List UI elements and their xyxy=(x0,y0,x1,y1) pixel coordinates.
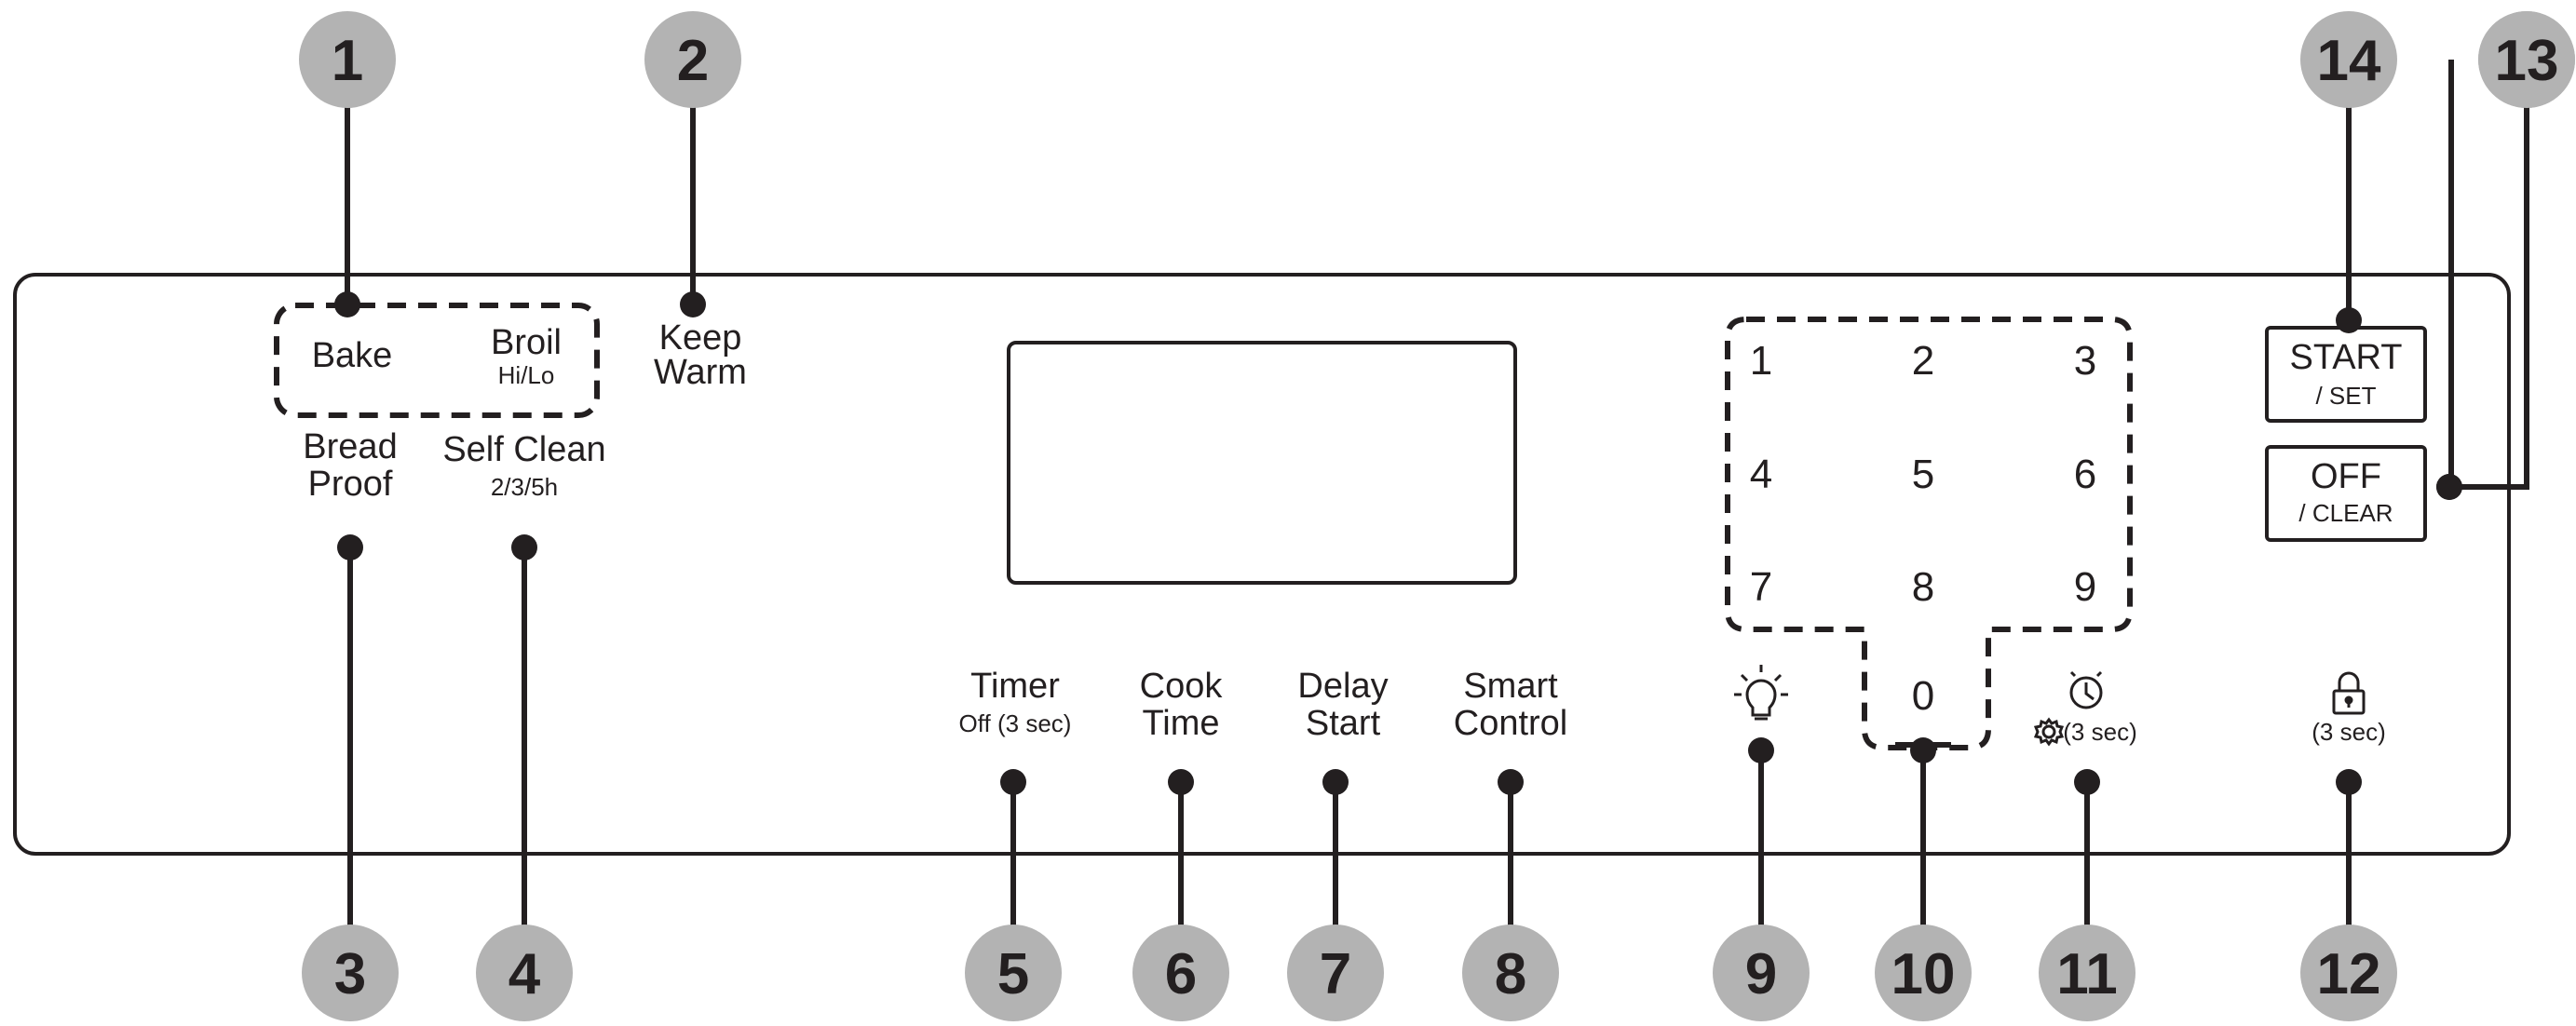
anchor-dot-6 xyxy=(1168,769,1194,795)
callout-circle-11 xyxy=(2039,925,2135,1021)
bread-proof-label-line1[interactable]: Bread xyxy=(303,427,397,466)
bake-broil-group-outline xyxy=(274,303,600,418)
callout-circle-12 xyxy=(2300,925,2397,1021)
keep-warm-label-line2[interactable]: Warm xyxy=(654,353,747,392)
keypad-key-0[interactable]: 0 xyxy=(1912,673,1934,719)
display-window xyxy=(1007,341,1517,585)
anchor-dot-4 xyxy=(511,534,537,560)
anchor-dot-13-real xyxy=(2436,474,2462,500)
callout-circle-3 xyxy=(302,925,399,1021)
off-button-label[interactable]: OFF xyxy=(2311,457,2381,496)
cook-time-label-line2[interactable]: Time xyxy=(1142,704,1219,743)
delay-start-label-line1[interactable]: Delay xyxy=(1297,667,1388,706)
leader-line-13-real xyxy=(2449,60,2529,490)
keypad-key-5[interactable]: 5 xyxy=(1912,452,1934,497)
anchor-dot-10 xyxy=(1910,737,1936,763)
delay-start-label-line2[interactable]: Start xyxy=(1306,704,1381,743)
keypad-key-8[interactable]: 8 xyxy=(1912,564,1934,610)
anchor-dot-14 xyxy=(2336,307,2362,333)
keypad-key-9[interactable]: 9 xyxy=(2074,564,2096,610)
gear-icon[interactable] xyxy=(2033,717,2065,747)
callout-circle-4 xyxy=(476,925,573,1021)
bake-button-label[interactable]: Bake xyxy=(312,336,393,375)
anchor-dot-8 xyxy=(1498,769,1524,795)
callout-circle-6 xyxy=(1132,925,1229,1021)
callout-number-7: 7 xyxy=(1320,942,1351,1006)
self-clean-sub-label: 2/3/5h xyxy=(491,473,558,501)
off-button-sub-label: / CLEAR xyxy=(2298,499,2393,527)
smart-control-label-line1[interactable]: Smart xyxy=(1463,667,1558,706)
self-clean-label[interactable]: Self Clean xyxy=(442,430,605,469)
callout-number-13: 13 xyxy=(2495,29,2559,93)
anchor-dot-3 xyxy=(337,534,363,560)
timer-label[interactable]: Timer xyxy=(970,667,1060,706)
callout-circle-13-top xyxy=(2478,11,2575,108)
start-button-sub-label: / SET xyxy=(2315,382,2376,410)
callout-number-3: 3 xyxy=(334,942,366,1006)
callout-number-4: 4 xyxy=(508,942,541,1006)
callout-circle-2 xyxy=(644,11,741,108)
keypad-key-7[interactable]: 7 xyxy=(1750,564,1772,610)
callout-number-12: 12 xyxy=(2317,942,2381,1006)
callout-number-2: 2 xyxy=(677,29,709,93)
callout-circle-7 xyxy=(1287,925,1384,1021)
anchor-dot-11 xyxy=(2074,769,2100,795)
callout-number-10: 10 xyxy=(1891,942,1956,1006)
callout-circle-8 xyxy=(1462,925,1559,1021)
lock-sub-label: (3 sec) xyxy=(2312,718,2385,746)
lock-icon[interactable] xyxy=(2332,671,2366,715)
clock-settings-sub-label: (3 sec) xyxy=(2063,718,2136,746)
start-button-label[interactable]: START xyxy=(2289,338,2402,377)
timer-sub-label: Off (3 sec) xyxy=(959,709,1072,737)
keep-warm-label-line1[interactable]: Keep xyxy=(659,318,742,358)
anchor-dot-12 xyxy=(2336,769,2362,795)
light-bulb-icon[interactable] xyxy=(1734,665,1788,721)
callout-number-8: 8 xyxy=(1495,942,1526,1006)
callout-number-11: 11 xyxy=(2056,942,2118,1006)
anchor-dot-5 xyxy=(1000,769,1026,795)
anchor-dot-1 xyxy=(334,291,360,317)
callout-number-5: 5 xyxy=(997,942,1029,1006)
clock-icon[interactable] xyxy=(2069,670,2103,709)
off-clear-button[interactable] xyxy=(2265,445,2427,542)
keypad-key-2[interactable]: 2 xyxy=(1912,338,1934,384)
anchor-dot-9 xyxy=(1748,737,1774,763)
keypad-key-4[interactable]: 4 xyxy=(1750,452,1772,497)
callout-circle-1 xyxy=(299,11,396,108)
callout-number-14: 14 xyxy=(2317,29,2381,93)
anchor-dot-7 xyxy=(1322,769,1349,795)
smart-control-label-line2[interactable]: Control xyxy=(1454,704,1568,743)
callout-circle-10 xyxy=(1875,925,1972,1021)
cook-time-label-line1[interactable]: Cook xyxy=(1140,667,1224,706)
callout-circle-9 xyxy=(1713,925,1810,1021)
callout-circle-5 xyxy=(965,925,1062,1021)
bread-proof-label-line2[interactable]: Proof xyxy=(308,465,393,504)
callout-number-6: 6 xyxy=(1165,942,1197,1006)
callout-number-1: 1 xyxy=(332,29,363,93)
keypad-key-6[interactable]: 6 xyxy=(2074,452,2096,497)
keypad-key-1[interactable]: 1 xyxy=(1750,338,1772,384)
broil-button-label[interactable]: Broil xyxy=(491,323,562,362)
callout-circles xyxy=(299,11,2575,1021)
control-panel-outline xyxy=(13,273,2511,856)
broil-sub-label: Hi/Lo xyxy=(498,361,555,389)
callout-circle-14 xyxy=(2300,11,2397,108)
keypad-key-3[interactable]: 3 xyxy=(2074,338,2096,384)
anchor-dot-2 xyxy=(680,291,706,317)
callout-number-9: 9 xyxy=(1745,942,1777,1006)
